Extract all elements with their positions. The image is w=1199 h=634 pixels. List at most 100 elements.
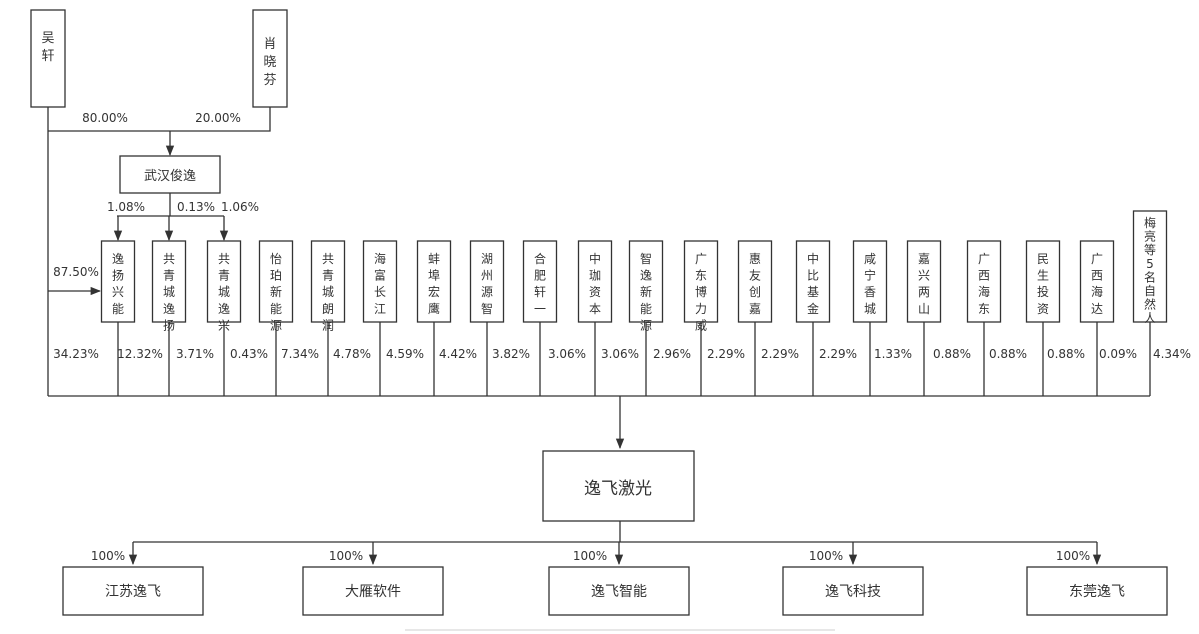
shareholder-name: 嘉 [749, 302, 761, 316]
wuhan-name: 武汉俊逸 [144, 169, 196, 184]
subsidiary-pct: 100% [573, 549, 607, 563]
shareholder-name: 比 [807, 269, 819, 283]
shareholder-name: 创 [749, 285, 761, 299]
owner-name-wu: 吴 [41, 31, 54, 46]
owner-name-wu: 轩 [41, 49, 54, 64]
shareholder-pct: 1.33% [874, 347, 912, 361]
owner-name-xiao: 肖 [263, 37, 276, 52]
shareholder-box [1025, 240, 1061, 323]
shareholder-name: 资 [589, 285, 601, 299]
shareholder-name: 广 [978, 252, 990, 266]
subsidiary-name: 大雁软件 [345, 584, 401, 600]
shareholder-name: 海 [1091, 284, 1103, 299]
shareholder-name: 咸 [864, 252, 876, 266]
company-name: 逸飞激光 [584, 479, 652, 499]
shareholder-name: 西 [1091, 269, 1103, 283]
wuhan-pct: 0.13% [177, 200, 215, 214]
shareholder-name: 亮 [1144, 229, 1156, 244]
shareholder-name: 等 [1144, 243, 1156, 257]
subsidiary-box [62, 566, 204, 616]
owner-box-xiao [252, 9, 288, 108]
shareholder-name: 逸 [163, 302, 175, 316]
shareholder-name: 两 [918, 285, 930, 299]
subsidiary-name: 江苏逸飞 [105, 584, 161, 600]
pct-xiao-to-wuhan: 20.00% [195, 111, 241, 125]
subsidiary-box [548, 566, 690, 616]
shareholder-box [628, 240, 664, 323]
subsidiary-pct: 100% [329, 549, 363, 563]
shareholder-box [416, 240, 452, 323]
shareholder-name: 民 [1037, 252, 1049, 266]
shareholder-box [151, 240, 187, 323]
shareholder-box [522, 240, 558, 323]
shareholder-name: 投 [1037, 284, 1049, 299]
subsidiary-pct: 100% [91, 549, 125, 563]
shareholder-pct: 12.32% [117, 347, 163, 361]
shareholder-box [737, 240, 773, 323]
shareholder-name: 蚌 [428, 252, 440, 266]
shareholder-name: 智 [481, 301, 493, 316]
shareholder-name: 西 [978, 269, 990, 283]
shareholder-name: 城 [163, 285, 175, 299]
shareholder-name: 新 [270, 284, 282, 299]
shareholder-box [469, 240, 505, 323]
shareholder-name: 资 [1037, 302, 1049, 316]
shareholder-name: 青 [163, 269, 175, 283]
shareholder-name: 兴 [218, 318, 230, 332]
shareholder-name: 基 [807, 285, 819, 299]
shareholder-name: 江 [374, 302, 386, 316]
shareholder-pct: 0.88% [989, 347, 1027, 361]
owners-join-line [48, 107, 271, 132]
subsidiary-box [1026, 566, 1168, 616]
shareholder-name: 梅 [1144, 215, 1156, 230]
shareholder-pct: 3.06% [601, 347, 639, 361]
subsidiary-box [302, 566, 444, 616]
shareholder-name: 能 [270, 302, 282, 316]
subsidiary-pct: 100% [1056, 549, 1090, 563]
shareholder-pct: 0.88% [1047, 347, 1085, 361]
pct-wu-to-wuhan: 80.00% [82, 111, 128, 125]
shareholder-box [577, 240, 613, 323]
shareholder-box [683, 240, 719, 323]
pct-wu-to-yiyang: 87.50% [53, 265, 99, 279]
shareholder-pct: 7.34% [281, 347, 319, 361]
shareholder-name: 自 [1144, 284, 1156, 298]
shareholder-name: 共 [322, 252, 334, 266]
shareholder-pct: 3.82% [492, 347, 530, 361]
shareholder-name: 扬 [112, 268, 124, 283]
shareholder-pct: 2.29% [819, 347, 857, 361]
subsidiary-name: 东莞逸飞 [1069, 584, 1125, 600]
shareholder-name: 润 [322, 318, 334, 332]
shareholder-name: 城 [218, 285, 230, 299]
shareholder-name: 宏 [428, 284, 440, 299]
shareholder-name: 友 [749, 269, 761, 283]
company-box [542, 450, 695, 522]
shareholder-name: 名 [1144, 269, 1156, 284]
shareholder-box [795, 240, 831, 323]
shareholder-name: 达 [1091, 302, 1103, 316]
subsidiary-pct: 100% [809, 549, 843, 563]
shareholder-name: 逸 [112, 252, 124, 266]
shareholder-name: 富 [374, 268, 386, 283]
shareholder-name: 源 [270, 318, 282, 332]
shareholder-box [1079, 240, 1115, 323]
shareholder-name: 嘉 [918, 252, 930, 266]
shareholder-name: 广 [1091, 252, 1103, 266]
pct-wu-to-company: 34.23% [53, 347, 99, 361]
shareholder-name: 兴 [112, 285, 124, 299]
shareholder-box [966, 240, 1002, 323]
shareholder-name: 广 [695, 252, 707, 266]
shareholder-pct: 3.71% [176, 347, 214, 361]
shareholder-name: 逸 [218, 302, 230, 316]
shareholder-name: 源 [481, 285, 493, 299]
shareholder-name: 中 [807, 251, 819, 266]
shareholder-name: 智 [640, 251, 652, 266]
shareholder-pct: 0.43% [230, 347, 268, 361]
shareholder-name: 能 [112, 302, 124, 316]
shareholder-name: 珈 [589, 269, 601, 283]
shareholder-name: 宁 [864, 268, 876, 283]
shareholder-box [310, 240, 346, 323]
shareholder-name: 源 [640, 318, 652, 332]
shareholder-box [258, 240, 294, 323]
